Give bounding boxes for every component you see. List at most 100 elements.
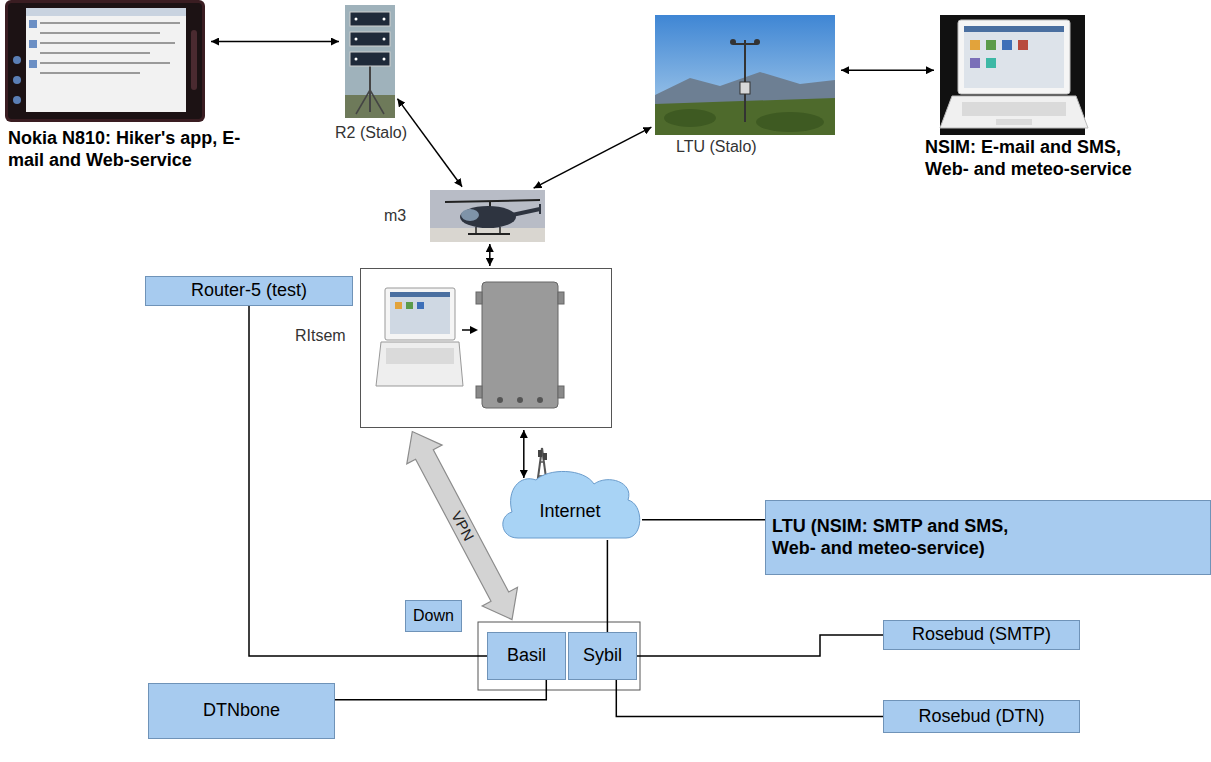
link-arrow [397, 99, 462, 187]
site-frame: RItsem [360, 268, 612, 428]
ritsem-equipment [376, 342, 463, 386]
node-text: LTU (Stalo) [676, 137, 757, 156]
tablet-photo [40, 62, 170, 64]
link-line [335, 680, 546, 700]
node-text: RItsem [295, 326, 346, 345]
node-text: R2 (Stalo) [335, 123, 407, 142]
helicopter-photo [430, 190, 545, 242]
link-line [607, 540, 609, 632]
helicopter-photo [539, 204, 541, 214]
ritsem-equipment [476, 386, 482, 398]
tablet-photo [26, 8, 186, 16]
link-line [642, 519, 765, 521]
helicopter-photo-node: m3 [430, 190, 545, 242]
caption-holder: m3 [384, 206, 406, 225]
ritsem-equipment [558, 292, 564, 304]
caption-holder: NSIM: E-mail and SMS, Web- and meteo-ser… [925, 137, 1153, 180]
tablet-photo-node: Nokia N810: Hiker's app, E-mail and Web-… [5, 0, 205, 122]
ritsem-equipment [482, 282, 558, 408]
node-text: Basil [507, 645, 546, 667]
laptop-photo [986, 40, 996, 50]
link-arrow [841, 69, 934, 71]
tablet-photo [5, 0, 205, 122]
link-arrow [489, 244, 491, 266]
ritsem-equipment [517, 397, 523, 403]
laptop-photo [940, 96, 1088, 128]
station-photo [733, 43, 757, 45]
caption-holder: R2 (Stalo) [335, 123, 407, 142]
ritsem-equipment [476, 292, 482, 304]
node-text: Sybil [583, 645, 622, 667]
server-enclosure [478, 622, 640, 690]
node-text: LTU (NSIM: SMTP and SMS, Web- and meteo-… [772, 516, 1042, 559]
relay-photo-node: R2 (Stalo) [345, 5, 395, 118]
node-text: Rosebud (DTN) [918, 706, 1044, 728]
ritsem-equipment [417, 302, 424, 309]
server-box: Rosebud (DTN) [883, 700, 1080, 733]
helicopter-photo [499, 227, 501, 234]
node-text: DTNbone [203, 700, 280, 722]
laptop-photo [1018, 40, 1028, 50]
ritsem-equipment [537, 397, 543, 403]
ritsem-equipment [390, 292, 450, 334]
tablet-photo [40, 42, 175, 44]
caption-holder: RItsem [295, 326, 346, 345]
link-arrow [523, 430, 525, 478]
helicopter-photo [445, 200, 540, 202]
ritsem-equipment [390, 292, 450, 297]
radio-tower [543, 453, 547, 460]
station-photo [744, 40, 746, 122]
tablet-photo [8, 3, 202, 119]
link-arrow [534, 127, 652, 188]
caption-holder: LTU (Stalo) [676, 137, 757, 156]
tablet-photo [13, 56, 21, 64]
ritsem-equipment [386, 348, 454, 364]
ritsem-equipment [497, 397, 503, 403]
internet-cloud: Internet [498, 470, 642, 540]
laptop-photo [970, 58, 980, 68]
relay-photo [383, 18, 386, 21]
network-box: DTNbone [148, 683, 335, 739]
laptop-photo [996, 119, 1032, 125]
tablet-photo [40, 32, 160, 34]
ritsem-equipment [385, 288, 455, 340]
helicopter-photo [460, 206, 516, 228]
helicopter-photo [512, 209, 540, 215]
node-text: NSIM: E-mail and SMS, Web- and meteo-ser… [925, 137, 1153, 180]
tablet-photo [29, 40, 37, 48]
ritsem-equipment [558, 386, 564, 398]
laptop-photo [970, 40, 980, 50]
station-photo-node: LTU (Stalo) [655, 15, 835, 135]
relay-photo [345, 5, 395, 118]
relay-photo [355, 38, 358, 41]
router-box: Router-5 (test) [145, 276, 353, 306]
helicopter-photo [475, 227, 477, 234]
station-photo [754, 39, 760, 45]
server-box: Basil [487, 632, 566, 680]
radio-tower [540, 461, 544, 463]
laptop-photo [958, 20, 1070, 94]
tablet-photo [40, 22, 180, 24]
server-box: Sybil [568, 632, 637, 680]
tablet-photo [13, 96, 21, 104]
tablet-photo [26, 8, 186, 112]
station-photo [655, 15, 835, 135]
helicopter-photo [461, 209, 479, 221]
radio-tower [538, 450, 542, 457]
node-text: Router-5 (test) [191, 280, 307, 302]
relay-photo [355, 58, 358, 61]
relay-photo [383, 38, 386, 41]
relay-photo [356, 90, 370, 114]
relay-photo [345, 5, 395, 118]
tablet-photo [5, 0, 205, 122]
node-text: Rosebud (SMTP) [912, 624, 1051, 646]
ritsem-equipment [395, 302, 402, 309]
relay-photo [350, 12, 390, 26]
station-photo [664, 109, 716, 127]
tablet-photo [29, 20, 37, 28]
station-photo [655, 15, 835, 135]
ritsem-equipment [376, 282, 564, 408]
laptop-photo-node: NSIM: E-mail and SMS, Web- and meteo-ser… [940, 15, 1085, 135]
